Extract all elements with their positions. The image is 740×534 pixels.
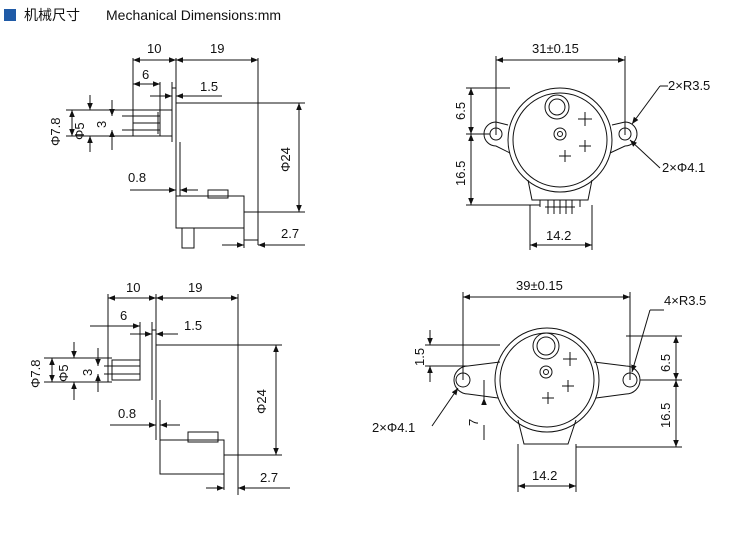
dim-31: 31±0.15 [532, 41, 579, 56]
dim-6-5-bottom: 6.5 [658, 354, 673, 372]
dim-2xr3-5-top: 2×R3.5 [668, 78, 710, 93]
dim-7: 7 [466, 419, 481, 426]
dim-19-bottom: 19 [188, 280, 202, 295]
front-view-bottom [425, 292, 682, 492]
dim-10: 10 [147, 41, 161, 56]
dim-4xr3-5: 4×R3.5 [664, 293, 706, 308]
dim-3: 3 [94, 121, 109, 128]
dim-phi24: Φ24 [278, 147, 293, 172]
dim-6-bottom: 6 [120, 308, 127, 323]
dim-39: 39±0.15 [516, 278, 563, 293]
side-view-bottom [44, 294, 290, 495]
dim-16-5-bottom: 16.5 [658, 403, 673, 428]
header-title-cn: 机械尺寸 [24, 8, 80, 24]
dim-14-2-bottom: 14.2 [532, 468, 557, 483]
dim-2-7-bottom: 2.7 [260, 470, 278, 485]
dim-phi5: Φ5 [72, 122, 87, 140]
dim-16-5-top: 16.5 [453, 161, 468, 186]
dim-0-8: 0.8 [128, 170, 146, 185]
dim-1-5: 1.5 [200, 79, 218, 94]
dim-1-5-front: 1.5 [412, 348, 427, 366]
dim-0-8-bottom: 0.8 [118, 406, 136, 421]
section-header: 机械尺寸 Mechanical Dimensions:mm [4, 6, 281, 24]
dim-1-5-bottom: 1.5 [184, 318, 202, 333]
dim-10-bottom: 10 [126, 280, 140, 295]
dim-6: 6 [142, 67, 149, 82]
header-title-en: Mechanical Dimensions:mm [106, 7, 282, 23]
dim-phi5-bottom: Φ5 [56, 364, 71, 382]
dim-phi7-8-bottom: Φ7.8 [28, 360, 43, 388]
dim-2xphi4-1-bottom: 2×Φ4.1 [372, 420, 415, 435]
dim-6-5-top: 6.5 [453, 102, 468, 120]
dim-phi24-bottom: Φ24 [254, 389, 269, 414]
dim-2xphi4-1-top: 2×Φ4.1 [662, 160, 705, 175]
dim-14-2-top: 14.2 [546, 228, 571, 243]
header-marker-icon [4, 9, 16, 21]
dim-3-bottom: 3 [80, 369, 95, 376]
side-view-top [66, 57, 305, 249]
dim-2-7: 2.7 [281, 226, 299, 241]
dim-19: 19 [210, 41, 224, 56]
front-view-top [466, 56, 668, 250]
dim-phi7-8: Φ7.8 [48, 118, 63, 146]
